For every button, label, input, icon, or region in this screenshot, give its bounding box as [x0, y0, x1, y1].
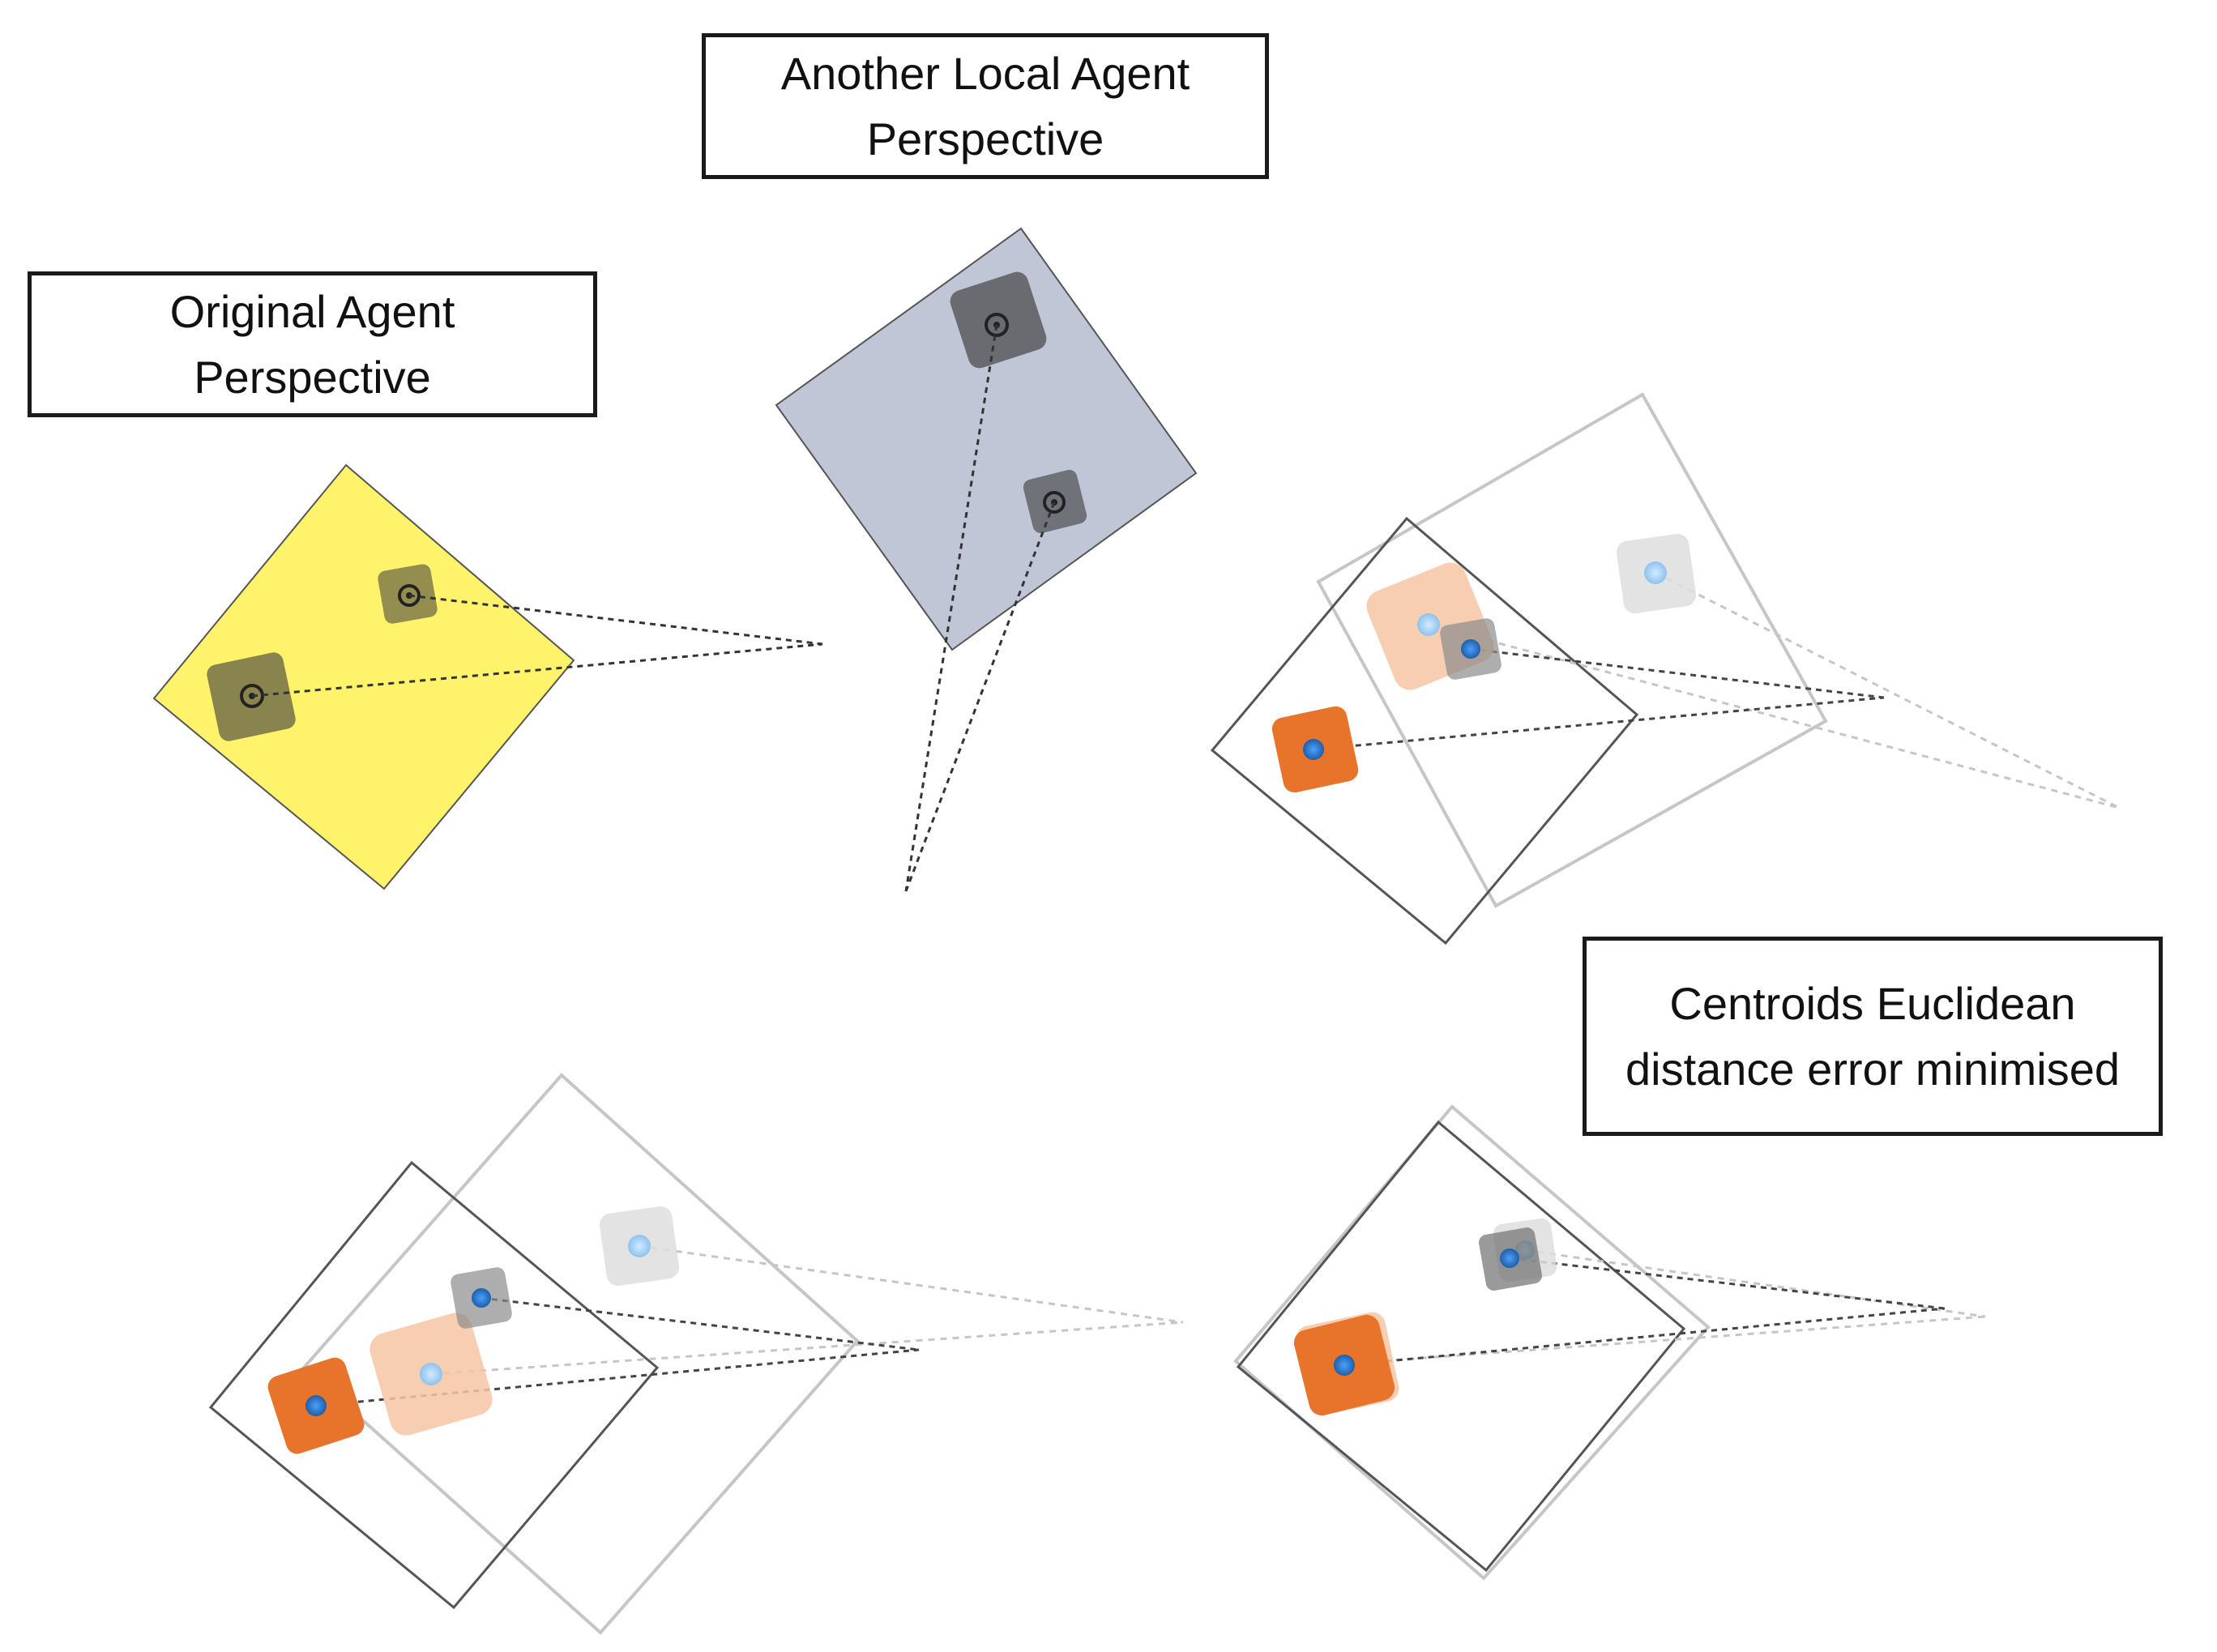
- label-original-agent-text: Original Agent Perspective: [169, 285, 455, 403]
- object-orange: [1293, 1314, 1395, 1416]
- light-frame: [1316, 392, 1828, 908]
- sight-lines-light: [1347, 1249, 1986, 1365]
- object-square-large: [207, 652, 296, 741]
- sight-lines: [904, 324, 1056, 892]
- dark-frame: [1210, 516, 1639, 946]
- label-centroids: Centroids Euclidean distance error minim…: [1583, 937, 2163, 1136]
- object-orange-faded: [370, 1313, 493, 1436]
- label-centroids-text: Centroids Euclidean distance error minim…: [1625, 977, 2120, 1095]
- object-orange: [267, 1357, 365, 1454]
- panel-initial-overlay: [1210, 392, 2120, 946]
- object-square-small: [378, 564, 438, 624]
- dark-frame: [208, 1160, 660, 1610]
- sight-lines-dark: [1313, 647, 1885, 751]
- sight-lines: [251, 594, 823, 698]
- object-grey-small: [451, 1267, 512, 1329]
- object-grey-faded: [599, 1206, 680, 1287]
- label-original-agent: Original Agent Perspective: [28, 271, 597, 417]
- object-orange: [1271, 706, 1359, 793]
- panel-final-overlay: [1233, 1104, 1986, 1581]
- label-another-agent: Another Local Agent Perspective: [702, 33, 1269, 179]
- panel-another-agent: [775, 227, 1198, 892]
- object-grey-small: [1479, 1227, 1542, 1291]
- blue-sensor-frame: [775, 227, 1198, 651]
- panel-intermediate-overlay: [208, 1073, 1184, 1635]
- object-square-large: [950, 271, 1047, 369]
- light-frame: [1233, 1104, 1711, 1581]
- sight-lines-light: [430, 1244, 1184, 1376]
- dark-frame: [1236, 1120, 1686, 1573]
- object-grey-small: [1440, 618, 1501, 680]
- sight-lines-light: [1428, 571, 2120, 809]
- light-frame: [301, 1073, 860, 1635]
- panel-original-agent: [152, 463, 823, 890]
- yellow-sensor-frame: [152, 463, 575, 890]
- label-another-agent-text: Another Local Agent Perspective: [780, 47, 1190, 164]
- object-grey-faded: [1616, 533, 1697, 614]
